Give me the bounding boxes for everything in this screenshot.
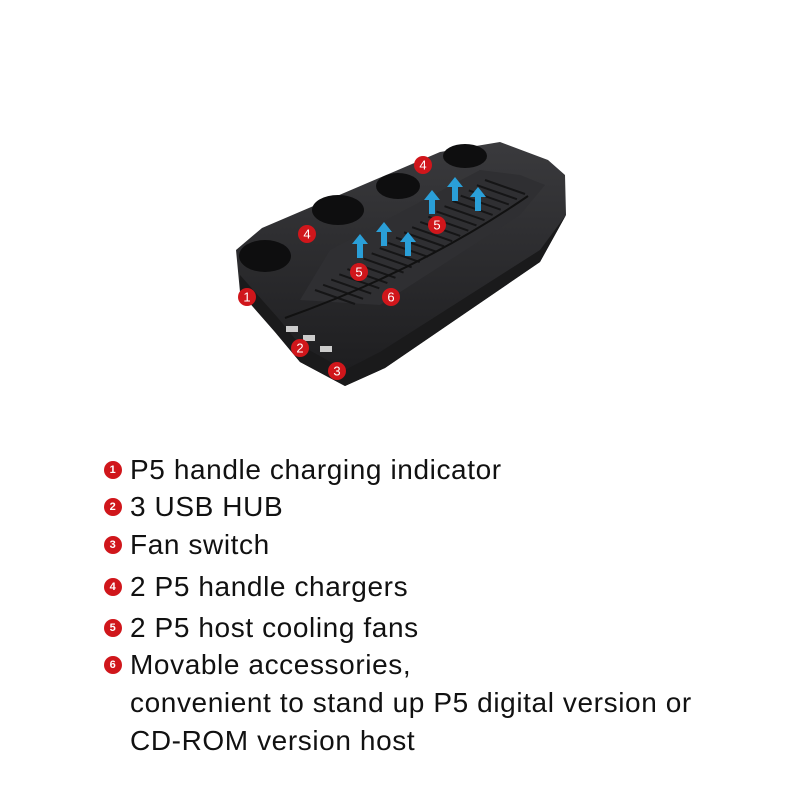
stand-front-face [240,215,566,386]
feature-6-continuation: convenient to stand up P5 digital versio… [130,687,692,718]
callout-badge-2: 2 [291,339,309,357]
feature-text: Fan switch [130,529,270,560]
callout-badge-3: 3 [328,362,346,380]
vent-slot [452,200,493,216]
feature-6-continuation: CD-ROM version host [130,725,416,756]
svg-text:5: 5 [355,265,362,280]
vent-slot [411,226,453,243]
vent-slot [476,184,518,201]
feature-6: 6 Movable accessories, [104,651,411,679]
vent-slot [484,179,526,195]
number-badge-5: 5 [104,619,122,637]
vent-slot [314,289,356,305]
feature-4: 4 2 P5 handle chargers [104,573,408,601]
svg-text:3: 3 [333,364,340,379]
feature-text: Movable accessories, [130,649,412,680]
svg-text:2: 2 [296,341,303,356]
svg-text:4: 4 [303,227,310,242]
airflow-arrows [352,177,486,258]
usb-port [303,335,315,341]
svg-text:6: 6 [387,290,394,305]
movable-accessory [284,195,529,319]
number-badge-2: 2 [104,498,122,516]
vent-slot [436,210,477,227]
controller-cradle [312,195,364,225]
svg-text:1: 1 [243,290,250,305]
vent-slot [322,283,364,300]
svg-text:4: 4 [419,158,426,173]
callout-badge-5: 5 [350,263,368,281]
number-badge-3: 3 [104,536,122,554]
airflow-arrow-icon [376,222,392,246]
vent-slot [363,257,404,274]
controller-cradle [239,240,291,272]
number-badge-4: 4 [104,578,122,596]
feature-5: 5 2 P5 host cooling fans [104,614,419,642]
vent-slot [403,231,445,248]
controller-cradle [443,144,487,168]
callout-badge-5: 5 [428,216,446,234]
vent-slot [444,205,485,222]
number-badge-1: 1 [104,461,122,479]
airflow-arrow-icon [400,232,416,256]
controller-cradle [376,173,420,199]
number-badge-6: 6 [104,656,122,674]
usb-port [320,346,332,352]
callout-badge-1: 1 [238,288,256,306]
vent-slot [338,273,380,290]
feature-text: 2 P5 handle chargers [130,571,409,602]
callout-badge-4: 4 [414,156,432,174]
airflow-arrow-icon [447,177,463,201]
feature-1: 1 P5 handle charging indicator [104,456,502,484]
vent-slot [371,252,412,269]
airflow-arrow-icon [424,190,440,214]
airflow-arrow-icon [352,234,368,258]
feature-2: 2 3 USB HUB [104,493,283,521]
callout-badge-6: 6 [382,288,400,306]
vent-slot [330,278,372,295]
callout-badges: 4 4 5 5 6 1 2 3 [238,156,446,380]
airflow-arrow-icon [470,187,486,211]
feature-3: 3 Fan switch [104,531,270,559]
callout-badge-4: 4 [298,225,316,243]
vent-slot [379,247,421,264]
svg-text:5: 5 [433,218,440,233]
usb-port [286,326,298,332]
feature-text: 3 USB HUB [130,491,284,522]
feature-text: 2 P5 host cooling fans [130,612,419,643]
feature-text: P5 handle charging indicator [130,454,502,485]
